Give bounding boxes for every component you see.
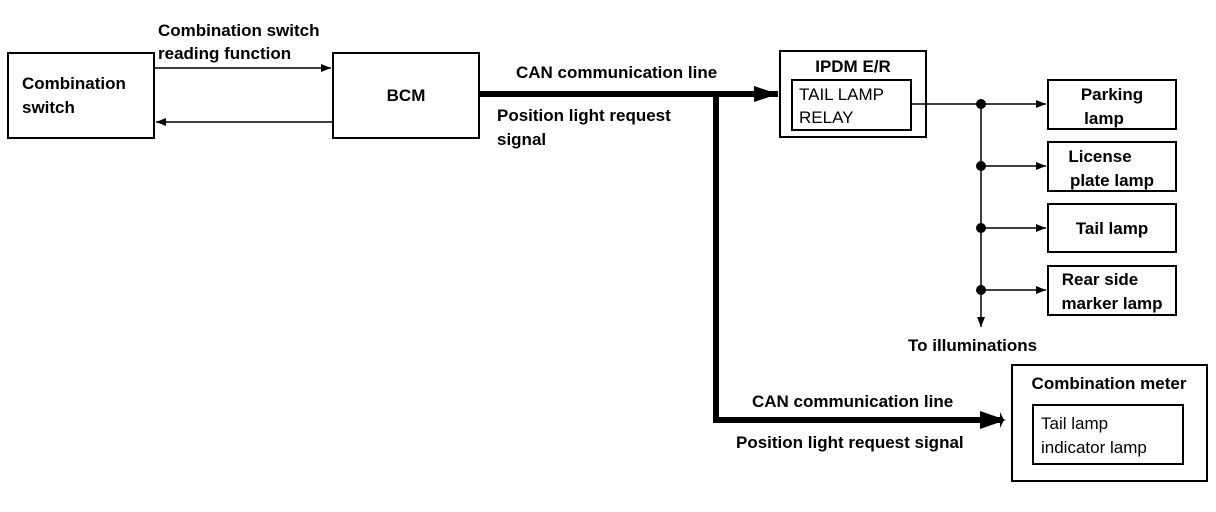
ipdm-block: IPDM E/R TAIL LAMP RELAY	[779, 50, 927, 138]
switch-reading-label-line2: reading function	[158, 44, 291, 63]
ipdm-label: IPDM E/R	[815, 57, 891, 76]
can-bus-to-meter-arrowhead	[980, 411, 1006, 429]
to-illuminations-label: To illuminations	[908, 336, 1037, 355]
tail-lamp-indicator-label-line1: Tail lamp	[1041, 414, 1108, 433]
license-plate-lamp-label-line2: plate lamp	[1070, 171, 1154, 190]
bcm-block: BCM	[332, 52, 480, 139]
tail-lamp-relay-label-line2: RELAY	[799, 108, 854, 127]
parking-lamp-label-line1: Parking	[1081, 85, 1143, 104]
tail-lamp-label: Tail lamp	[1076, 219, 1148, 238]
tail-lamp-box	[1047, 203, 1177, 253]
combination-meter-block: Combination meter Tail lamp indicator la…	[1011, 364, 1208, 482]
can-line-lower-label: CAN communication line	[752, 392, 953, 411]
combination-switch-box	[7, 52, 155, 139]
bcm-box	[332, 52, 480, 139]
license-plate-lamp-label-line1: License	[1068, 147, 1131, 166]
rear-side-marker-lamp-block: Rear side marker lamp	[1047, 265, 1177, 316]
parking-lamp-block: Parking lamp	[1047, 79, 1177, 130]
position-request-lower-label: Position light request signal	[736, 433, 964, 452]
can-line-upper-label: CAN communication line	[516, 63, 717, 82]
tail-lamp-indicator-box	[1032, 404, 1184, 465]
license-plate-lamp-block: License plate lamp	[1047, 141, 1177, 192]
position-request-upper-line2: signal	[497, 130, 546, 149]
parking-lamp-label-line2: lamp	[1084, 109, 1124, 128]
can-bus-line	[479, 91, 1000, 423]
parking-lamp-box	[1047, 79, 1177, 130]
bcm-label: BCM	[387, 86, 426, 105]
rear-side-marker-lamp-label-line2: marker lamp	[1061, 294, 1162, 313]
tail-lamp-indicator-label-line2: indicator lamp	[1041, 438, 1147, 457]
tail-lamp-block: Tail lamp	[1047, 203, 1177, 253]
rear-side-marker-lamp-box	[1047, 265, 1177, 316]
position-request-upper-line1: Position light request	[497, 106, 671, 125]
switch-reading-label-line1: Combination switch	[158, 21, 320, 40]
rear-side-marker-lamp-label-line1: Rear side	[1062, 270, 1139, 289]
license-plate-lamp-box	[1047, 141, 1177, 192]
combination-meter-label: Combination meter	[1032, 374, 1187, 393]
combination-switch-label-line1: Combination	[22, 74, 126, 93]
tail-lamp-relay-box	[791, 79, 912, 131]
tail-lamp-relay-label-line1: TAIL LAMP	[799, 85, 884, 104]
combination-switch-block: Combination switch	[7, 52, 155, 139]
combination-switch-label-line2: switch	[22, 98, 75, 117]
